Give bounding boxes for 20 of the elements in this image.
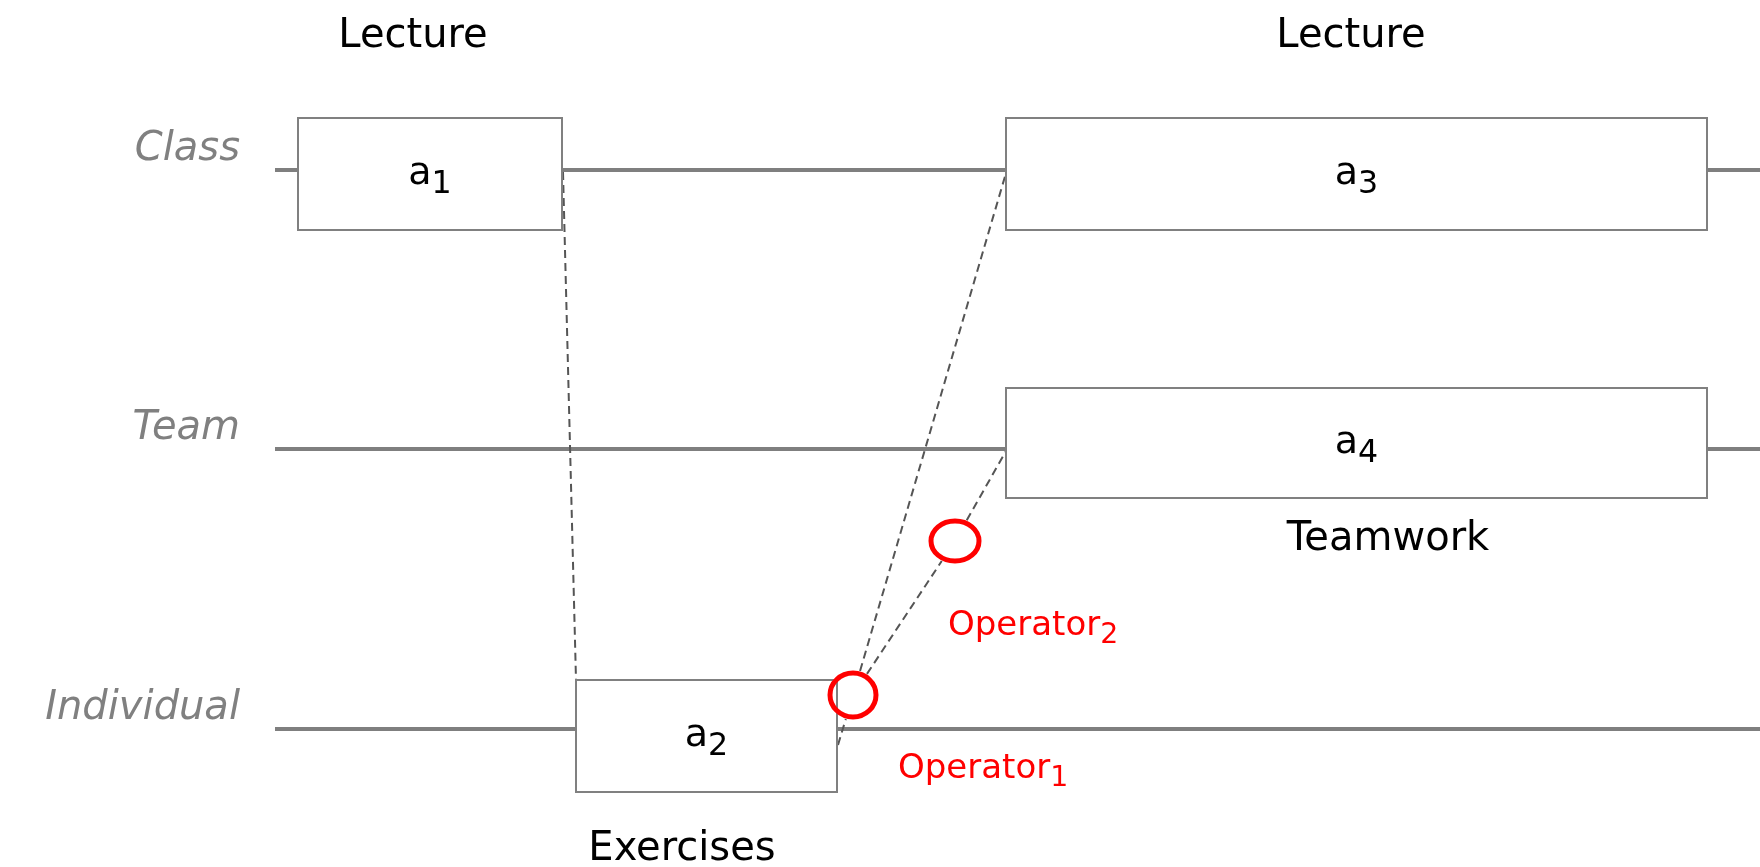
activity-box (1005, 117, 1708, 231)
activity-label: a$_{1}$ (408, 148, 452, 200)
activity-box (297, 117, 563, 231)
activity-box (1005, 387, 1708, 499)
swimlane-label: Team (132, 402, 240, 448)
activity-type-label: Lecture (338, 10, 488, 56)
activity-type-label: Lecture (1276, 10, 1426, 56)
operator-circle (827, 670, 879, 720)
operator-label: Operator$_{1}$ (898, 746, 1069, 793)
activity-type-label: Teamwork (1286, 513, 1490, 559)
operator-circle (928, 518, 982, 564)
activity-label: a$_{3}$ (1334, 148, 1379, 200)
activity-type-label: Exercises (588, 823, 776, 867)
activity-label: a$_{4}$ (1334, 417, 1379, 469)
swimlane-label: Class (134, 123, 240, 169)
activity-label: a$_{2}$ (684, 710, 729, 762)
activity-box (575, 679, 838, 793)
operator-label: Operator$_{2}$ (948, 603, 1119, 650)
swimlane-label: Individual (45, 682, 240, 728)
dependency-line (865, 560, 943, 675)
